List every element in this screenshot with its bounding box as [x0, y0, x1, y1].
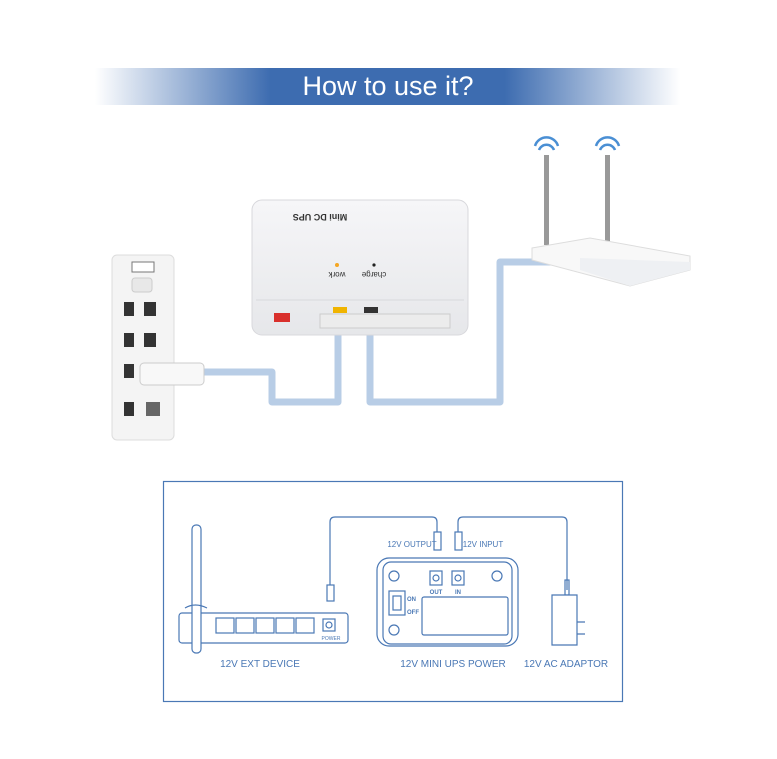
- power-strip: [111, 254, 205, 441]
- switch-off-label: OFF: [407, 610, 419, 616]
- router-photo: [531, 136, 691, 287]
- wiring-diagram: [178, 516, 585, 654]
- output-label: 12V OUTPUT: [387, 540, 436, 549]
- cables: [150, 258, 560, 406]
- mini-ups-photo: Mini DC UPS work charge: [251, 199, 469, 336]
- out-port-label: OUT: [430, 590, 443, 596]
- in-port-label: IN: [455, 590, 461, 596]
- diagram-labels: 12V OUTPUT 12V INPUT OUT IN ON OFF POWER…: [220, 540, 608, 670]
- adaptor-caption: 12V AC ADAPTOR: [524, 659, 608, 670]
- work-led: [335, 263, 339, 267]
- title-banner: [95, 68, 680, 105]
- device-label: Mini DC UPS: [293, 212, 348, 222]
- switch-on-label: ON: [407, 597, 416, 603]
- charge-led: [372, 263, 376, 267]
- work-label: work: [328, 270, 347, 279]
- ups-caption: 12V MINI UPS POWER: [400, 659, 506, 670]
- power-port-label: POWER: [322, 636, 341, 642]
- device-caption: 12V EXT DEVICE: [220, 659, 300, 670]
- page-title: How to use it?: [302, 71, 473, 101]
- power-switch: [274, 313, 290, 322]
- charge-label: charge: [361, 270, 386, 279]
- input-label: 12V INPUT: [463, 540, 504, 549]
